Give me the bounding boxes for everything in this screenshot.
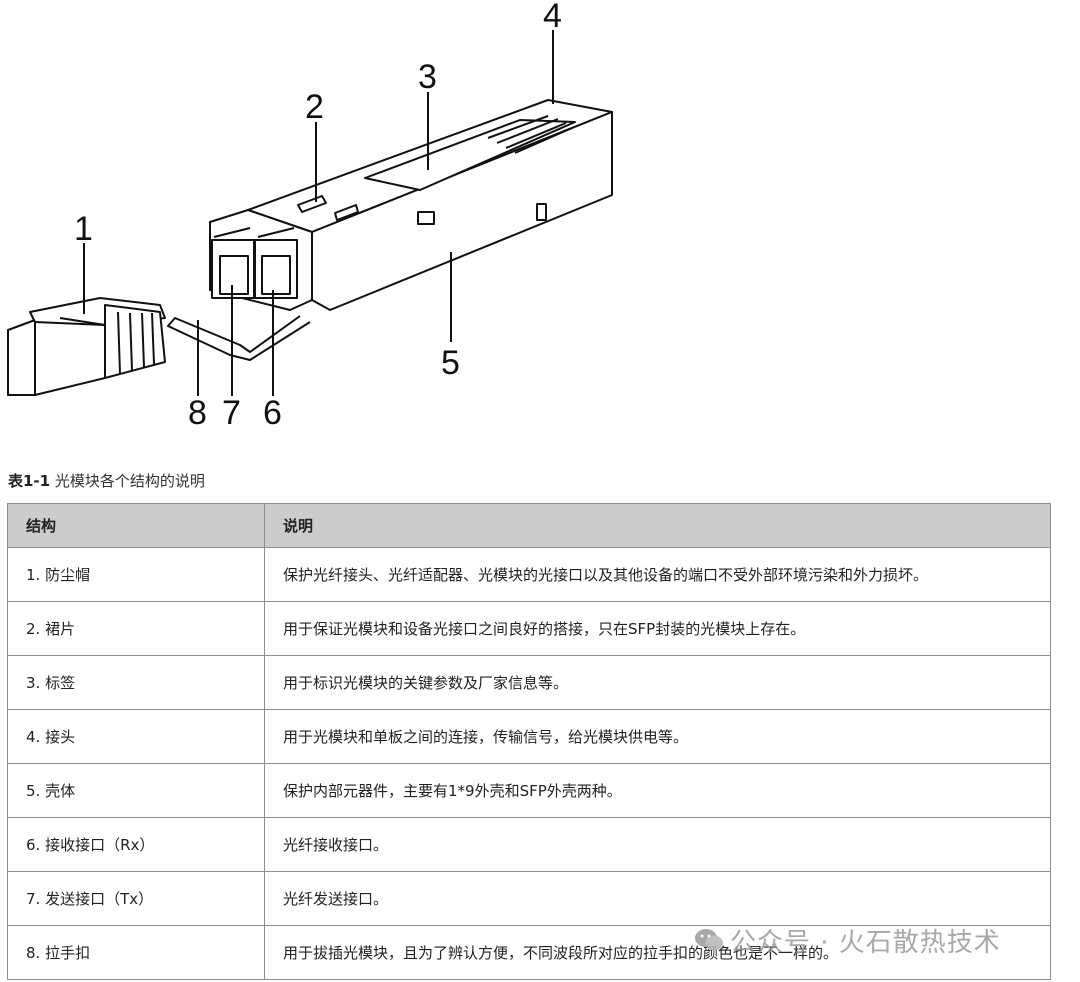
header-description: 说明 [264,503,1051,548]
table-caption-number: 表1-1 [8,472,51,490]
table-row: 8. 拉手扣 用于拔插光模块，且为了辨认方便，不同波段所对应的拉手扣的颜色也是不… [7,925,1051,980]
row-structure: 7. 发送接口（Tx） [7,871,265,926]
table-row: 5. 壳体 保护内部元器件，主要有1*9外壳和SFP外壳两种。 [7,763,1051,818]
row-description: 光纤接收接口。 [264,817,1051,872]
callout-8: 8 [188,394,207,432]
table-row: 2. 裙片 用于保证光模块和设备光接口之间良好的搭接，只在SFP封装的光模块上存… [7,601,1051,656]
callout-6: 6 [263,394,282,432]
row-structure: 6. 接收接口（Rx） [7,817,265,872]
table-row: 6. 接收接口（Rx） 光纤接收接口。 [7,817,1051,872]
callout-1: 1 [74,210,93,248]
callout-2: 2 [305,88,324,126]
watermark-text: 公众号 · 火石散热技术 [730,928,1001,958]
table-row: 3. 标签 用于标识光模块的关键参数及厂家信息等。 [7,655,1051,710]
table-caption: 表1-1 光模块各个结构的说明 [8,470,205,491]
watermark: 公众号 · 火石散热技术 [694,922,1001,960]
callout-3: 3 [418,58,437,96]
wechat-icon [694,927,724,960]
row-description: 用于标识光模块的关键参数及厂家信息等。 [264,655,1051,710]
table-row: 1. 防尘帽 保护光纤接头、光纤适配器、光模块的光接口以及其他设备的端口不受外部… [7,547,1051,602]
row-structure: 8. 拉手扣 [7,925,265,980]
table-row: 4. 接头 用于光模块和单板之间的连接，传输信号，给光模块供电等。 [7,709,1051,764]
row-description: 保护光纤接头、光纤适配器、光模块的光接口以及其他设备的端口不受外部环境污染和外力… [264,547,1051,602]
table-caption-text: 光模块各个结构的说明 [50,472,205,490]
row-description: 用于光模块和单板之间的连接，传输信号，给光模块供电等。 [264,709,1051,764]
row-structure: 3. 标签 [7,655,265,710]
row-structure: 2. 裙片 [7,601,265,656]
callout-7: 7 [222,394,241,432]
module-body-drawing [167,99,613,361]
callout-4: 4 [543,0,562,35]
sfp-module-diagram: 1 2 3 4 5 6 7 8 [0,0,1080,440]
row-description: 用于拔插光模块，且为了辨认方便，不同波段所对应的拉手扣的颜色也是不一样的。 [264,925,1051,980]
row-description: 光纤发送接口。 [264,871,1051,926]
row-structure: 5. 壳体 [7,763,265,818]
row-structure: 4. 接头 [7,709,265,764]
table-header-row: 结构 说明 [7,503,1051,548]
row-description: 用于保证光模块和设备光接口之间良好的搭接，只在SFP封装的光模块上存在。 [264,601,1051,656]
callout-5: 5 [441,344,460,382]
row-description: 保护内部元器件，主要有1*9外壳和SFP外壳两种。 [264,763,1051,818]
sfp-module-illustration: 1 2 3 4 5 6 7 8 [7,0,613,432]
structure-table: 结构 说明 1. 防尘帽 保护光纤接头、光纤适配器、光模块的光接口以及其他设备的… [7,503,1051,980]
dust-cap-drawing [7,297,166,396]
header-structure: 结构 [7,503,265,548]
table-row: 7. 发送接口（Tx） 光纤发送接口。 [7,871,1051,926]
row-structure: 1. 防尘帽 [7,547,265,602]
